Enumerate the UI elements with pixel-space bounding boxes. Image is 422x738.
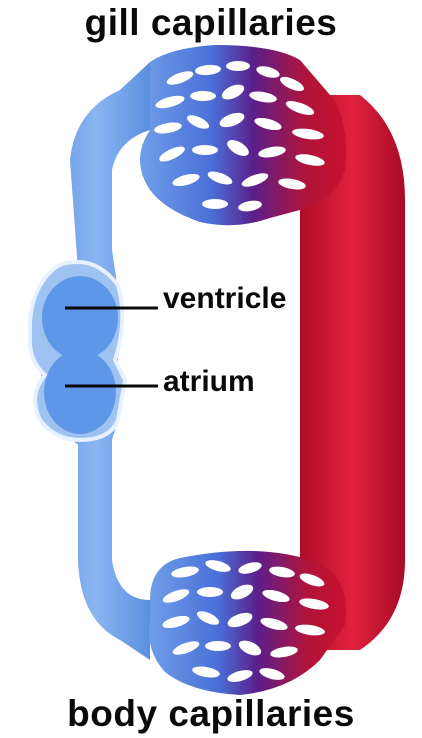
ventricle-chamber [42, 276, 118, 360]
atrium-chamber [44, 350, 116, 434]
atrium-label: atrium [163, 365, 255, 399]
ventricle-label: ventricle [163, 282, 286, 316]
body-capillaries-label: body capillaries [0, 693, 422, 735]
